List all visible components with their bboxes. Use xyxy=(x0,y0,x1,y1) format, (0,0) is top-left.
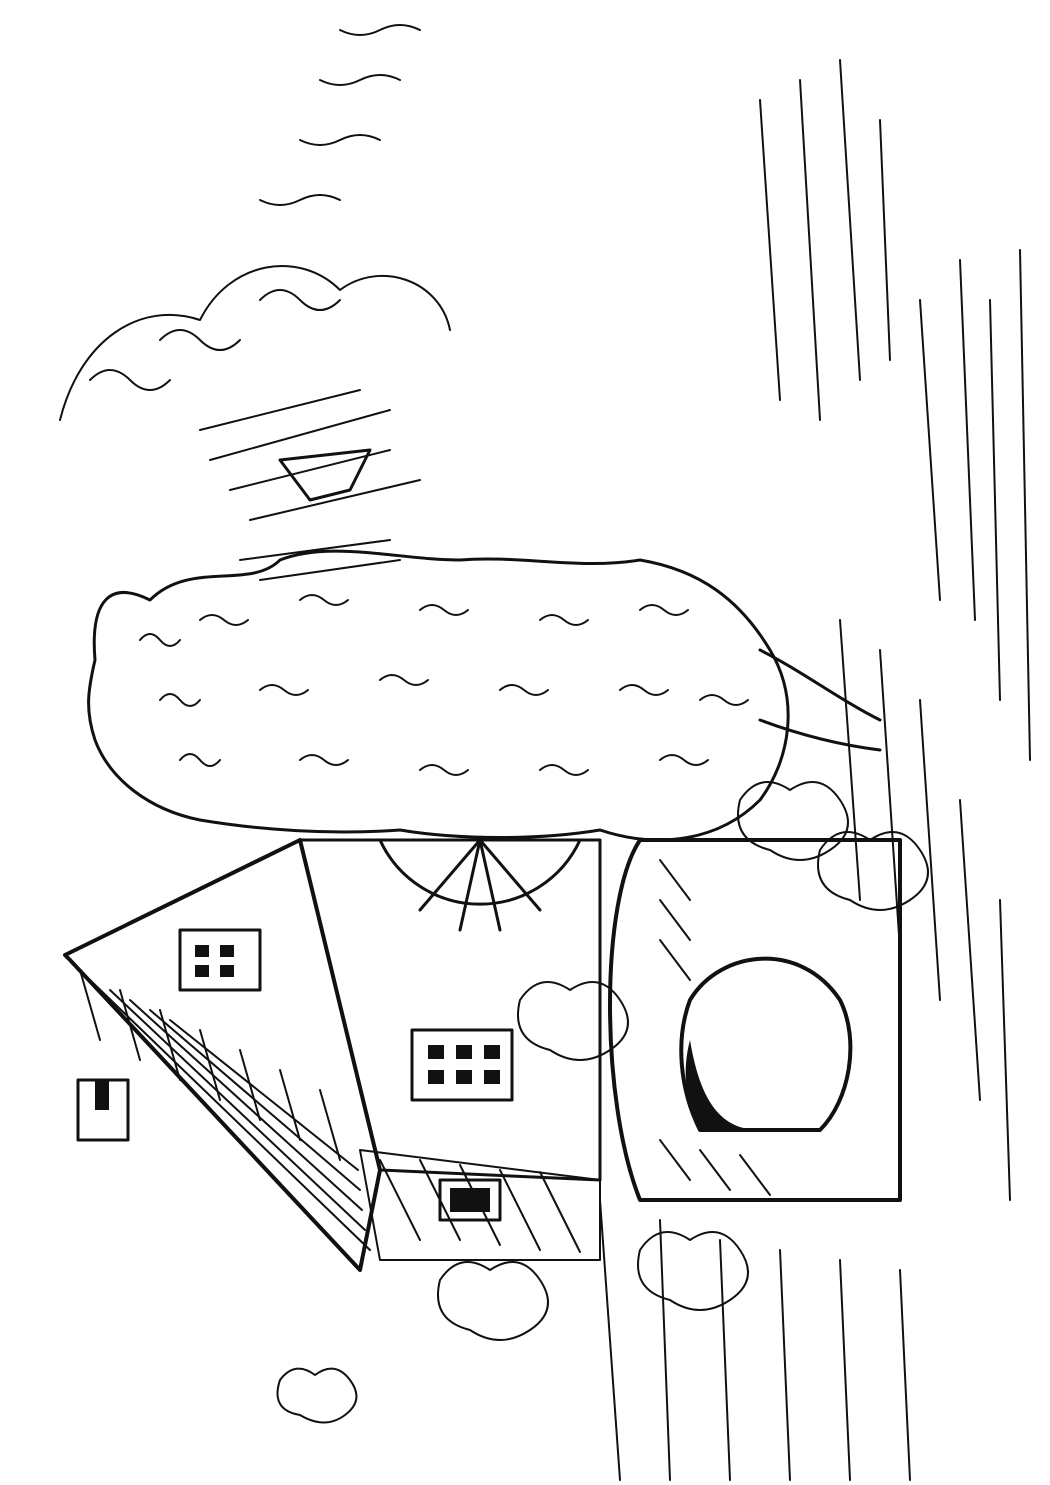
window-middle xyxy=(410,1028,514,1102)
background-trees xyxy=(59,24,451,581)
cottage-roof xyxy=(63,838,382,1272)
foreground-bushes xyxy=(276,781,929,1424)
cottage-wall xyxy=(298,838,602,1261)
chimney xyxy=(76,1078,130,1142)
ground-hatching xyxy=(599,59,1031,1481)
fanlight xyxy=(378,838,582,932)
window-lower xyxy=(438,1178,502,1222)
large-bush xyxy=(87,549,790,842)
tree-trunk xyxy=(758,648,882,752)
window-upper xyxy=(178,928,262,992)
stone-arch xyxy=(608,838,902,1202)
